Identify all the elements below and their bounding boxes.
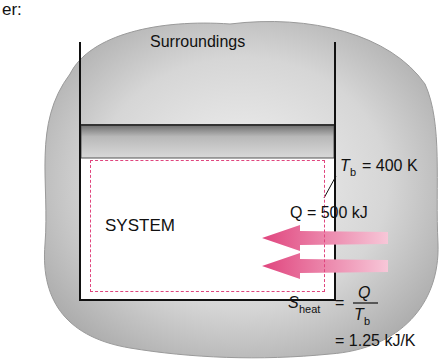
cut-heading: er: — [2, 1, 22, 18]
subscript: b — [350, 167, 356, 178]
region-label: Surroundings — [150, 34, 245, 50]
subscript: heat — [299, 304, 320, 315]
heat-value: Q = 500 kJ — [290, 205, 368, 221]
system-boundary: SYSTEM — [90, 160, 325, 292]
leader-line — [324, 176, 336, 198]
equals-sign: = — [335, 295, 344, 311]
piston — [81, 125, 334, 158]
fraction-numerator: Q — [358, 285, 370, 301]
entropy-symbol: S — [288, 295, 299, 311]
heat-arrow — [262, 225, 388, 251]
fraction-denominator: T — [354, 307, 364, 323]
subscript: b — [364, 316, 370, 327]
temperature-symbol: T — [340, 158, 350, 174]
piston-top — [81, 124, 334, 126]
entropy-value: = 1.25 kJ/K — [335, 333, 416, 349]
fraction-bar — [353, 302, 378, 303]
temperature-value: = 400 K — [362, 158, 418, 174]
surroundings-region: SurroundingsSYSTEM — [30, 14, 445, 362]
entropy-arrow — [262, 253, 388, 279]
system-label: SYSTEM — [105, 217, 175, 234]
